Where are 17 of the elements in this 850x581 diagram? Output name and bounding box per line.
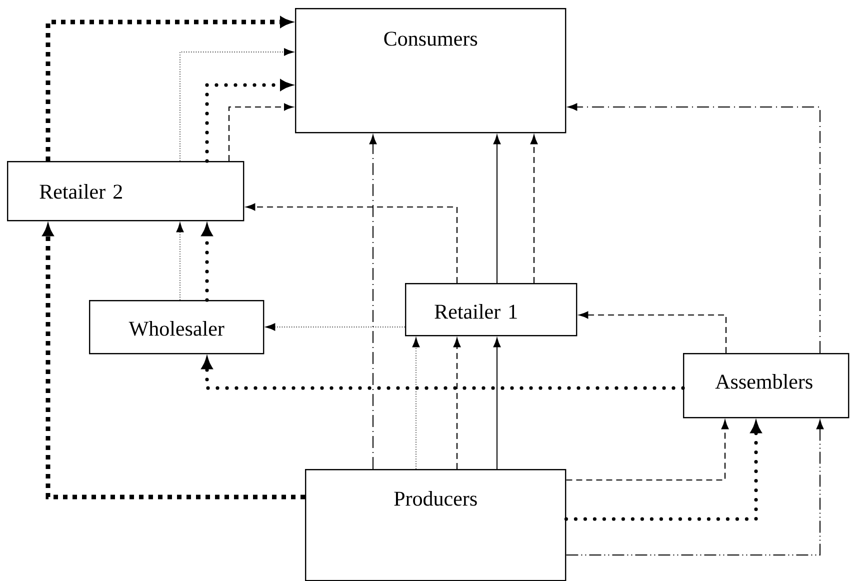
arrow (369, 134, 377, 470)
box: Producers (305, 469, 566, 581)
arrow (180, 48, 294, 162)
arrow (493, 338, 501, 470)
arrow (265, 323, 406, 331)
arrow (568, 103, 820, 354)
arrow (579, 311, 727, 353)
box: Retailer 1 (405, 283, 578, 336)
arrow (246, 203, 458, 283)
box: Retailer 2 (7, 161, 244, 222)
box: Assemblers (683, 353, 850, 418)
arrow (228, 103, 294, 161)
box: Consumers (295, 8, 566, 134)
arrow (493, 134, 501, 284)
arrow (530, 134, 538, 283)
arrow (412, 337, 420, 470)
arrow (453, 338, 461, 469)
